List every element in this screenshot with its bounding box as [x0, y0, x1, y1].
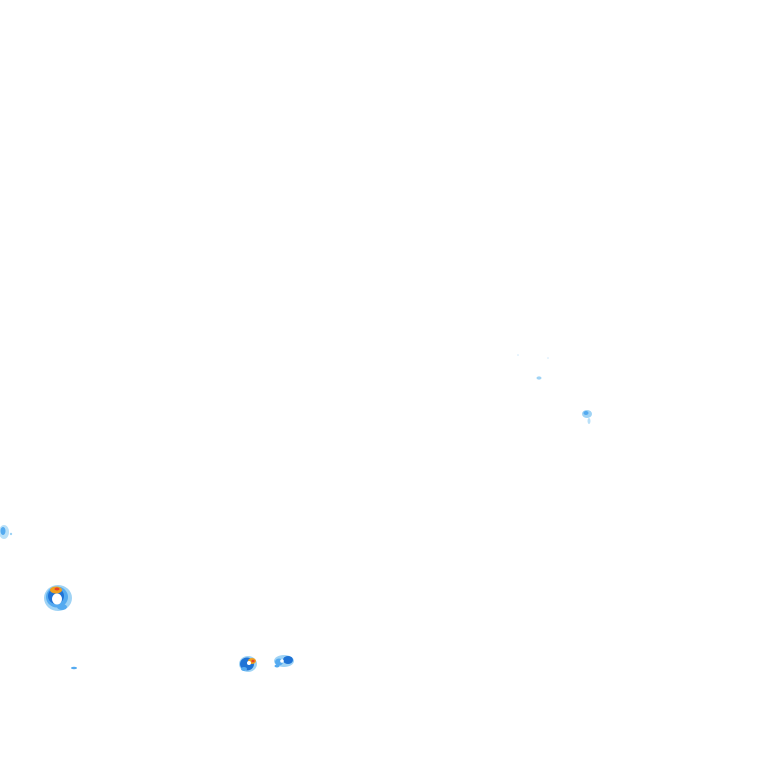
storm-cell-west	[44, 585, 72, 611]
echo-cell-right	[582, 410, 592, 424]
echo-speck-lower-left	[71, 666, 77, 670]
echo-speck-upper-right	[517, 354, 549, 380]
echo-cluster-south-east	[274, 655, 294, 668]
echo-cell-left-edge	[0, 525, 13, 539]
storm-cell-south	[239, 656, 257, 672]
